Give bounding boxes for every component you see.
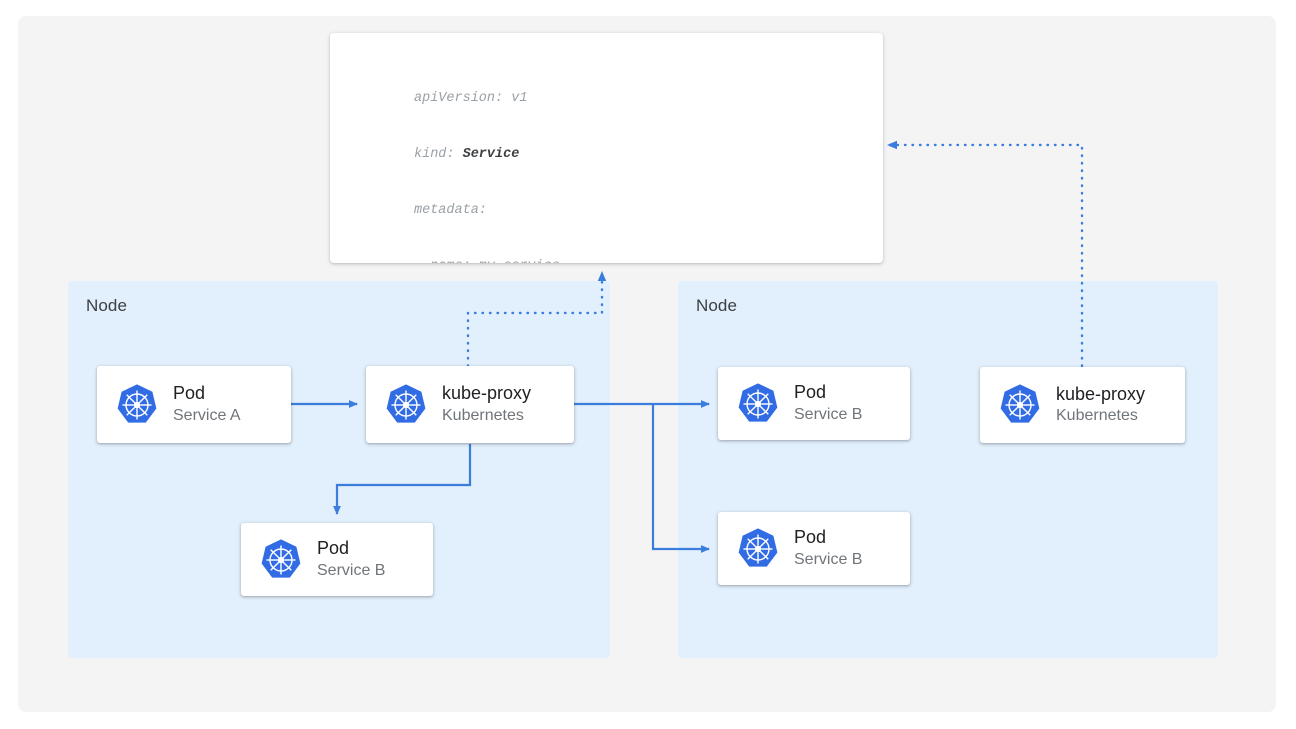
node-box-left — [68, 281, 610, 658]
card-subtitle: Service B — [794, 405, 863, 423]
card-title: Pod — [173, 383, 206, 404]
node-label-right: Node — [696, 296, 738, 315]
card-pod-service-b-right-bottom[interactable]: Pod Service B — [718, 512, 910, 585]
card-title: kube-proxy — [442, 383, 532, 404]
card-title: kube-proxy — [1056, 383, 1146, 404]
card-pod-service-a[interactable]: Pod Service A — [97, 366, 291, 443]
card-subtitle: Service B — [794, 550, 863, 568]
card-subtitle: Kubernetes — [442, 406, 524, 424]
card-title: Pod — [317, 538, 350, 559]
kubernetes-icon — [117, 383, 157, 423]
card-text: Pod Service B — [794, 382, 862, 424]
kubernetes-icon — [738, 527, 778, 567]
card-text: Pod Service B — [794, 527, 862, 569]
card-text: kube-proxy Kubernetes — [1056, 384, 1145, 426]
service-manifest-text: apiVersion: v1 kind: Service metadata: n… — [414, 53, 746, 263]
yaml-line-apiversion: apiVersion: v1 — [414, 91, 528, 107]
kubernetes-icon — [738, 382, 778, 422]
card-title: Pod — [794, 382, 827, 403]
card-pod-service-b-left[interactable]: Pod Service B — [241, 523, 433, 596]
yaml-line-name: name: my-service — [414, 258, 746, 263]
yaml-kind-value: Service — [462, 146, 520, 162]
yaml-line-kind: kind: Service — [414, 146, 520, 162]
card-kube-proxy-left[interactable]: kube-proxy Kubernetes — [366, 366, 574, 443]
yaml-line-metadata: metadata: — [414, 202, 487, 218]
node-label-left: Node — [86, 296, 128, 315]
card-text: Pod Service B — [317, 538, 385, 580]
card-title: Pod — [794, 527, 827, 548]
card-subtitle: Service A — [173, 406, 241, 424]
service-manifest-card: apiVersion: v1 kind: Service metadata: n… — [330, 33, 883, 263]
card-pod-service-b-right-top[interactable]: Pod Service B — [718, 367, 910, 440]
card-subtitle: Service B — [317, 561, 386, 579]
card-text: kube-proxy Kubernetes — [442, 383, 531, 425]
kubernetes-icon — [261, 538, 301, 578]
card-kube-proxy-right[interactable]: kube-proxy Kubernetes — [980, 367, 1185, 443]
card-text: Pod Service A — [173, 383, 241, 425]
node-box-right — [678, 281, 1218, 658]
card-subtitle: Kubernetes — [1056, 407, 1138, 425]
kubernetes-icon — [1000, 384, 1040, 423]
kubernetes-icon — [386, 383, 426, 423]
